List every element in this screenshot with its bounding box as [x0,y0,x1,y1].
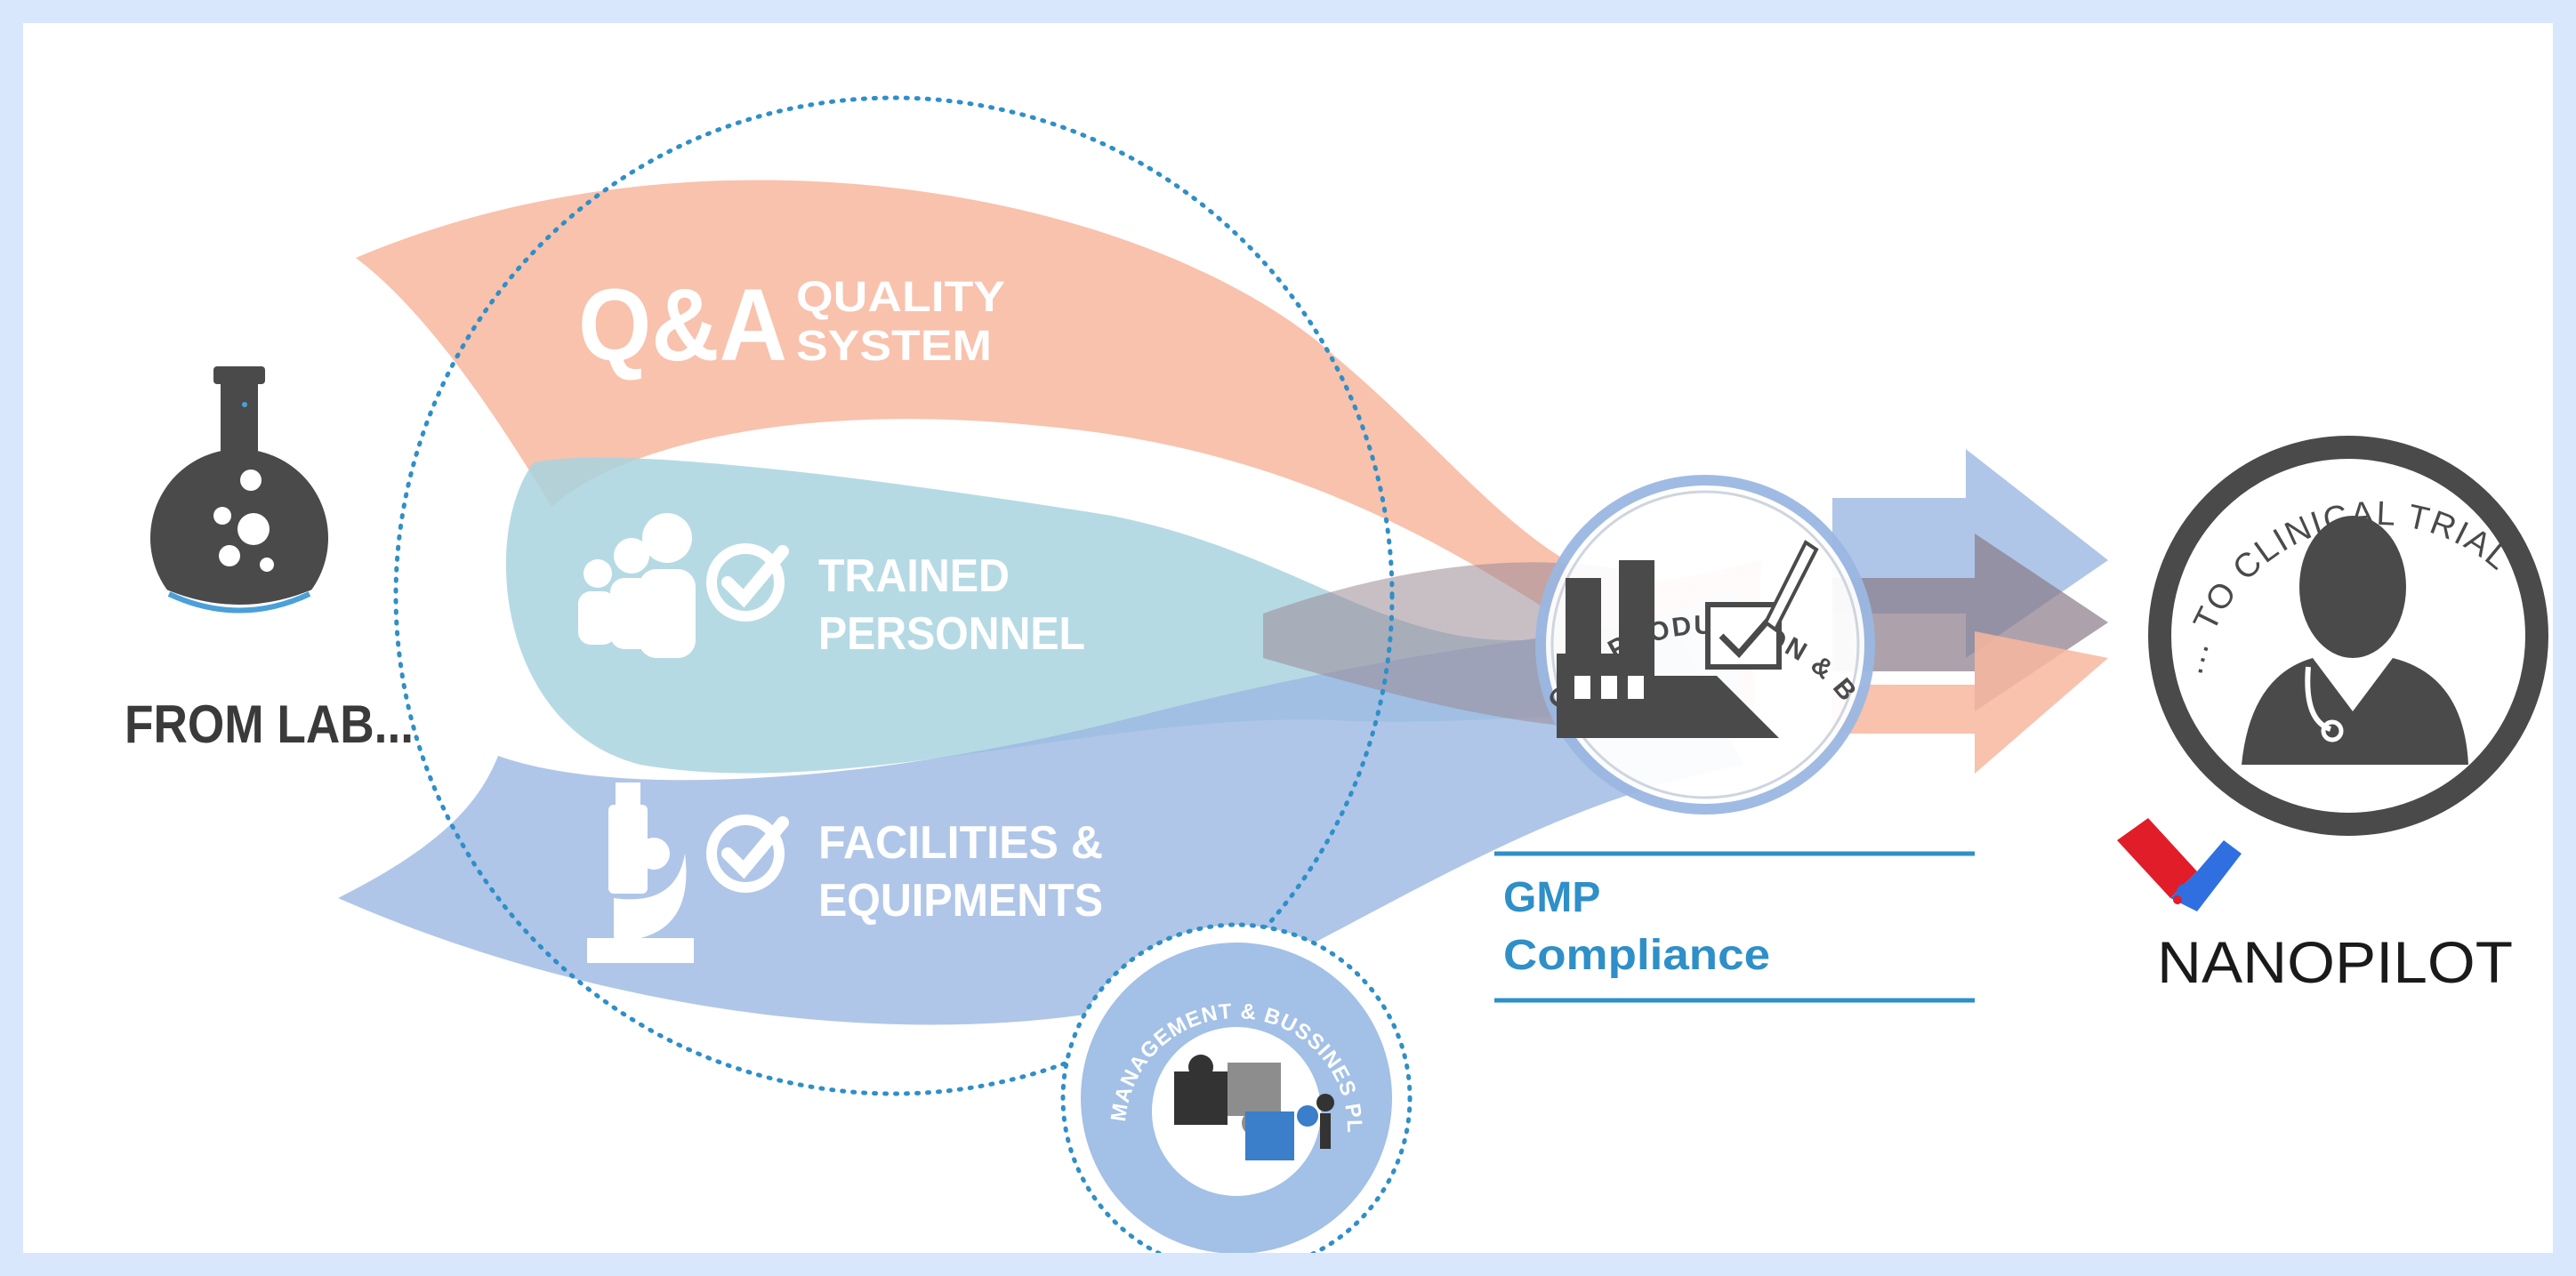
doctor-icon [2242,516,2468,765]
checkmark-icon [706,815,789,893]
diagram-canvas: MANAGEMENT & BUSSINES PLAN FROM LAB... Q… [23,23,2553,1253]
personnel-line1: TRAINED [818,550,1010,602]
people-icon [578,513,696,658]
gmp-compliance-line2: Compliance [1503,932,1770,979]
flask-icon [150,366,328,642]
facilities-line1: FACILITIES & [818,817,1103,869]
capsule-logo-icon [2117,818,2242,911]
factory-icon [1557,540,1819,738]
gmp-compliance-block: GMP Compliance [1494,851,1975,1003]
qa-big-label: Q&A [578,269,787,382]
qa-line2: SYSTEM [796,323,992,370]
from-lab-label: FROM LAB... [125,694,414,754]
personnel-line2: PERSONNEL [818,608,1085,660]
qa-line1: QUALITY [796,274,1005,321]
stream-dotted-outline [393,95,1395,1096]
arrow-salmon [1832,631,2108,774]
checkmark-icon [706,543,789,622]
nanopilot-brand: NANOPILOT [2157,929,2513,995]
microscope-icon [587,782,694,963]
facilities-band [338,622,1743,1025]
mix-band [1263,562,1628,729]
puzzle-icon [1174,1055,1334,1160]
quality-band [356,180,1761,729]
facilities-line2: EQUIPMENTS [818,875,1103,927]
gmp-compliance-line1: GMP [1503,874,1600,921]
